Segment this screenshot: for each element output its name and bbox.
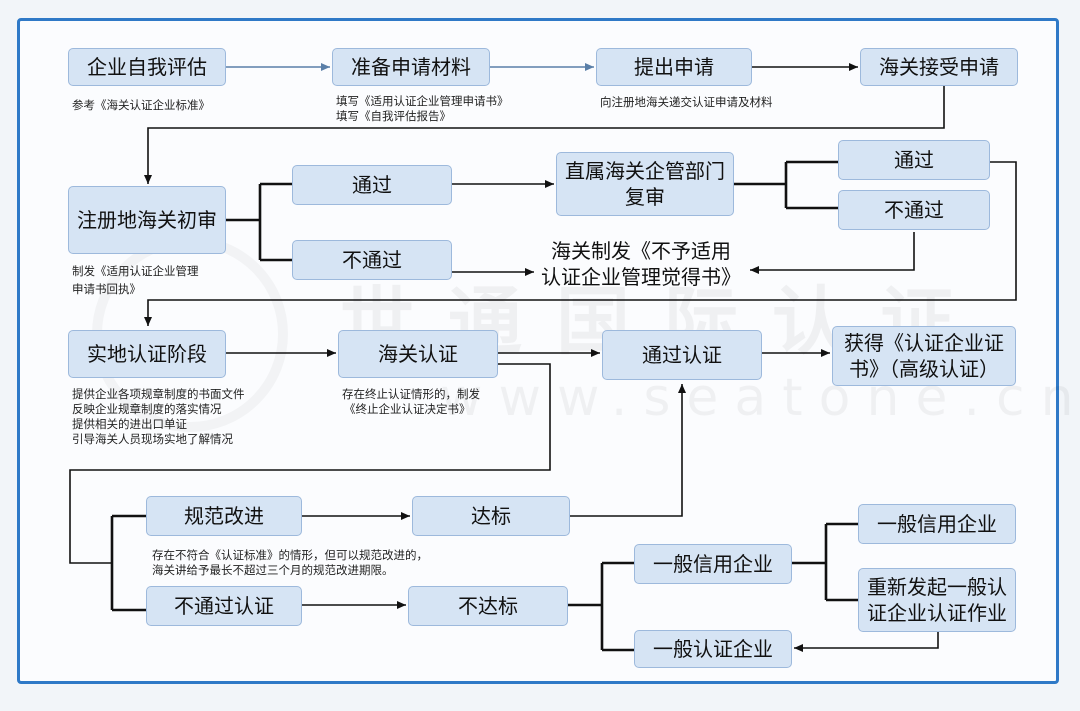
box-failed-certification: 不通过认证 (146, 586, 302, 626)
box-meet-standard: 达标 (412, 496, 570, 536)
branch-initial (226, 182, 292, 262)
notice-line-1: 海关制发《不予适用 (551, 239, 731, 263)
box-passed-certification: 通过认证 (602, 330, 762, 380)
arrow-accept-initial (144, 86, 945, 184)
box-pass-1: 通过 (292, 165, 452, 205)
box-general-credit-top: 一般信用企业 (858, 504, 1016, 544)
box-submit-application: 提出申请 (596, 48, 752, 86)
notice-text: 海关制发《不予适用 认证企业管理觉得书》 (536, 238, 746, 290)
box-direct-review: 直属海关企管部门复审 (556, 152, 734, 216)
box-initial-review: 注册地海关初审 (68, 186, 226, 254)
arrow-customs-lower (69, 363, 551, 564)
branch-credit (792, 522, 858, 602)
box-restart-general: 重新发起一般认证企业认证作业 (858, 568, 1016, 632)
note-self-eval: 参考《海关认证企业标准》 (72, 98, 210, 112)
box-prepare-materials: 准备申请材料 (332, 48, 490, 86)
box-fail-2: 不通过 (838, 190, 990, 230)
box-onsite-stage: 实地认证阶段 (68, 330, 226, 378)
box-self-evaluation: 企业自我评估 (68, 48, 226, 86)
branch-general (568, 561, 634, 652)
box-general-certified: 一般认证企业 (634, 630, 792, 668)
note-rectify: 存在不符合《认证标准》的情形，但可以规范改进的， 海关讲给予最长不超过三个月的规… (152, 548, 428, 577)
box-accept-application: 海关接受申请 (860, 48, 1018, 86)
box-not-meet-standard: 不达标 (408, 586, 568, 626)
note-onsite: 提供企业各项规章制度的书面文件 反映企业规章制度的落实情况 提供相关的进出口单证… (72, 387, 245, 446)
arrow-pass2-onsite (144, 161, 1017, 326)
box-pass-2: 通过 (838, 140, 990, 180)
box-customs-certification: 海关认证 (338, 330, 498, 378)
box-rectify: 规范改进 (146, 496, 302, 536)
note-prepare: 填写《适用认证企业管理申请书》 填写《自我评估报告》 (336, 94, 509, 123)
box-fail-1: 不通过 (292, 240, 452, 280)
notice-line-2: 认证企业管理觉得书》 (541, 265, 741, 289)
box-obtain-certificate: 获得《认证企业证书》（高级认证） (832, 326, 1016, 386)
note-customs-cert: 存在终止认证情形的，制发 《终止企业认证决定书》 (342, 387, 480, 416)
arrow-restart-generalcert (794, 632, 939, 652)
branch-direct (734, 160, 838, 210)
branch-lower (110, 514, 146, 612)
arrow-fail2-notice (750, 232, 915, 274)
note-initial-review: 制发《适用认证企业管理 申请书回执》 (72, 264, 199, 296)
arrow-meet-passed (570, 384, 686, 517)
box-general-credit-mid: 一般信用企业 (634, 544, 792, 584)
note-submit: 向注册地海关递交认证申请及材料 (600, 95, 773, 109)
